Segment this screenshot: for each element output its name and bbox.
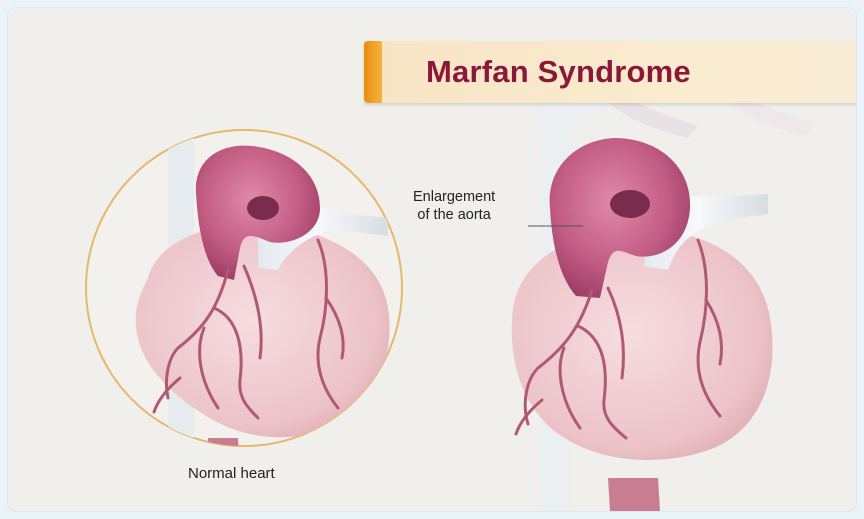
normal-heart-label: Normal heart (188, 465, 275, 482)
page-title: Marfan Syndrome (426, 54, 691, 90)
marfan-heart-group (512, 103, 812, 511)
illustration-card: Marfan Syndrome Enlargement of the aorta… (8, 8, 856, 511)
enlargement-label-line1: Enlargement (413, 188, 495, 206)
title-banner: Marfan Syndrome (364, 41, 856, 103)
marfan-heart-body (512, 228, 773, 460)
banner-accent (364, 41, 382, 103)
enlargement-label-line2: of the aorta (413, 206, 495, 224)
enlargement-label: Enlargement of the aorta (413, 188, 495, 224)
normal-heart-group (86, 128, 402, 478)
